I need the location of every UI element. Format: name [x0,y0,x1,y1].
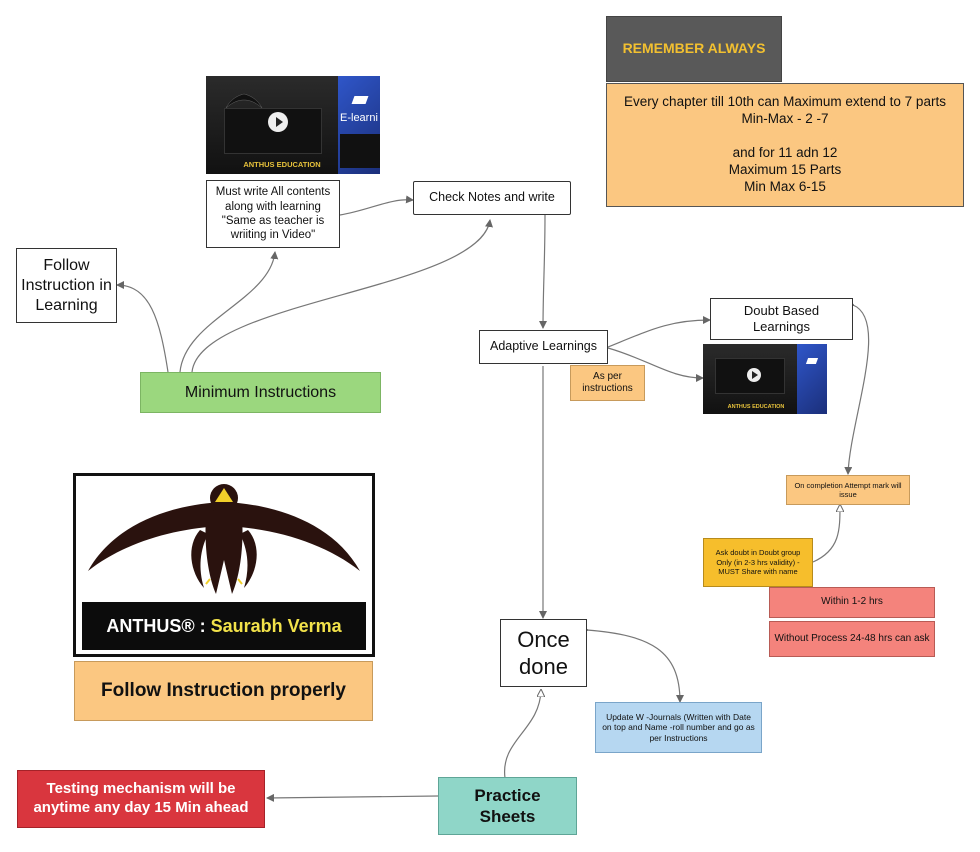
link-min-to-mustwrite [179,251,279,373]
graduation-cap-icon [351,96,369,104]
thumbnail-brand-secondary: ANTHUS EDUCATION [727,404,785,410]
as-per-instructions-node: As per instructions [570,365,645,401]
ask-doubt-node: Ask doubt in Doubt group Only (in 2-3 hr… [703,538,813,587]
logo-brand: ANTHUS® : [106,615,211,636]
link-min-to-follow [116,281,169,373]
video-thumbnail-secondary[interactable]: ANTHUS EDUCATION [703,344,827,414]
thumbnail-side-text: E-learni [340,112,378,124]
must-write-node: Must write All contents along with learn… [206,180,340,248]
remember-body: Every chapter till 10th can Maximum exte… [606,83,964,207]
play-icon[interactable] [268,112,288,132]
without-process-node: Without Process 24-48 hrs can ask [769,621,935,657]
logo-name: Saurabh Verma [210,615,342,636]
adaptive-learnings-node: Adaptive Learnings [479,330,608,364]
follow-instruction-node: Follow Instruction in Learning [16,248,117,323]
within-hours-node: Within 1-2 hrs [769,587,935,618]
testing-mechanism-node: Testing mechanism will be anytime any da… [17,770,265,828]
once-done-node: Once done [500,619,587,687]
on-completion-node: On completion Attempt mark will issue [786,475,910,505]
remember-title: REMEMBER ALWAYS [606,16,782,82]
link-practice-to-testing [266,793,439,802]
anthus-logo [88,484,360,594]
link-mustwrite-to-checknotes [339,195,414,216]
link-adaptive-to-doubt [607,316,711,348]
link-practice-to-oncedone [504,690,541,779]
practice-sheets-node: Practice Sheets [438,777,577,835]
link-checknotes-to-adaptive [539,214,548,329]
minimum-instructions-node: Minimum Instructions [140,372,381,413]
play-icon[interactable] [747,368,761,382]
update-journals-node: Update W -Journals (Written with Date on… [595,702,762,753]
logo-banner: ANTHUS® : Saurabh Verma [82,602,366,650]
video-thumbnail-main[interactable]: ANTHUS EDUCATION E-learni [206,76,380,174]
doubt-based-node: Doubt Based Learnings [710,298,853,340]
check-notes-node: Check Notes and write [413,181,571,215]
link-oncedone-to-update [587,630,680,702]
follow-properly-node: Follow Instruction properly [74,661,373,721]
anthus-logo-card: ANTHUS® : Saurabh Verma [73,473,375,657]
link-askdoubt-to-oncompletion [812,505,840,563]
thumbnail-brand: ANTHUS EDUCATION [243,160,321,169]
